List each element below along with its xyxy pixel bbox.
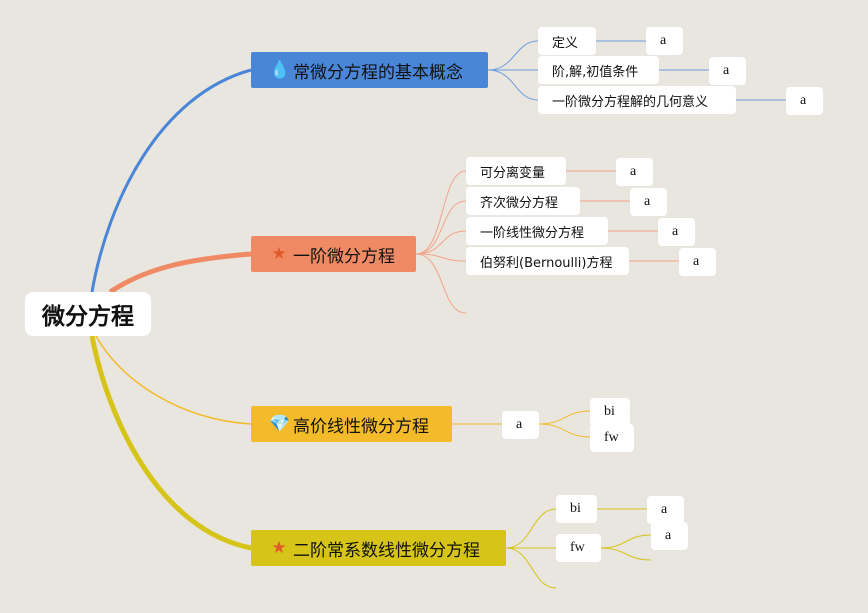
leaf-value[interactable]: a bbox=[786, 87, 823, 115]
leaf-order-solution[interactable]: 阶,解,初值条件 bbox=[538, 56, 659, 84]
leaf-geometric-meaning[interactable]: 一阶微分方程解的几何意义 bbox=[538, 86, 736, 114]
leaf-fw[interactable]: fw bbox=[590, 424, 634, 452]
leaf-bi[interactable]: bi bbox=[590, 398, 630, 426]
leaf-value[interactable]: a bbox=[658, 218, 695, 246]
branch-ode-basics[interactable]: 💧 常微分方程的基本概念 bbox=[251, 52, 488, 88]
leaf-homogeneous[interactable]: 齐次微分方程 bbox=[466, 187, 580, 215]
leaf-bi[interactable]: bi bbox=[556, 495, 597, 523]
link-root-b1 bbox=[90, 68, 252, 293]
leaf-first-order-linear[interactable]: 一阶线性微分方程 bbox=[466, 217, 608, 245]
branch-second-order-constant[interactable]: ★ 二阶常系数线性微分方程 bbox=[251, 530, 506, 566]
root-label: 微分方程 bbox=[42, 304, 134, 330]
branch-higher-order[interactable]: 💎 高价线性微分方程 bbox=[251, 406, 452, 442]
branch-label: 二阶常系数线性微分方程 bbox=[293, 540, 480, 561]
leaf-value[interactable]: a bbox=[646, 27, 683, 55]
link-root-b4 bbox=[89, 335, 252, 551]
root-node[interactable]: 微分方程 bbox=[25, 292, 151, 336]
leaf-definition[interactable]: 定义 bbox=[538, 27, 596, 55]
gem-icon: 💎 bbox=[269, 414, 291, 434]
link-root-b2 bbox=[108, 251, 252, 295]
star-icon: ★ bbox=[271, 244, 287, 264]
leaf-value[interactable]: a bbox=[679, 248, 716, 276]
leaf-bernoulli[interactable]: 伯努利(Bernoulli)方程 bbox=[466, 247, 629, 275]
branch-label: 高价线性微分方程 bbox=[293, 416, 429, 437]
water-drop-icon: 💧 bbox=[269, 60, 291, 80]
leaf-value[interactable]: a bbox=[647, 496, 684, 524]
leaf-value[interactable]: a bbox=[709, 57, 746, 85]
branch-label: 常微分方程的基本概念 bbox=[293, 62, 463, 83]
leaf-value[interactable]: a bbox=[502, 411, 539, 439]
leaf-fw[interactable]: fw bbox=[556, 534, 601, 562]
leaf-value[interactable]: a bbox=[630, 188, 667, 216]
star-icon: ★ bbox=[271, 538, 287, 558]
link-root-b3 bbox=[95, 335, 252, 425]
leaf-value[interactable]: a bbox=[616, 158, 653, 186]
branch-first-order[interactable]: ★ 一阶微分方程 bbox=[251, 236, 416, 272]
branch-label: 一阶微分方程 bbox=[293, 246, 395, 267]
leaf-separable[interactable]: 可分离变量 bbox=[466, 157, 566, 185]
leaf-value[interactable]: a bbox=[651, 522, 688, 550]
